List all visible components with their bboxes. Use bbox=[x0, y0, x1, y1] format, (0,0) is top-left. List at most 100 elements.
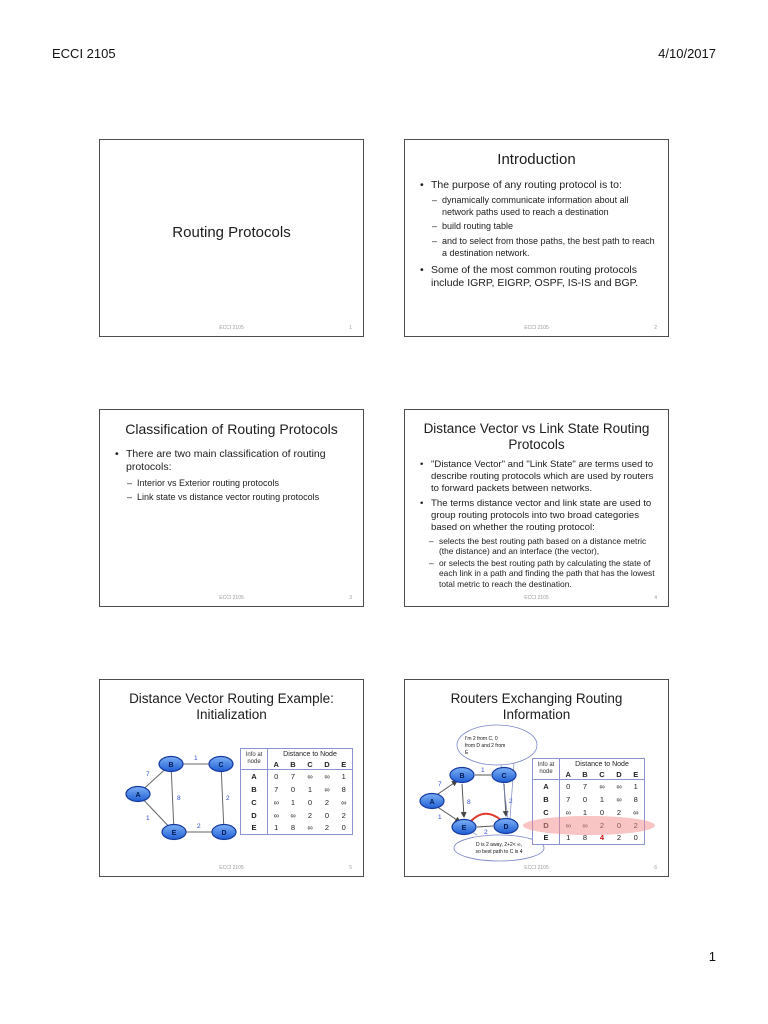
col-header: D bbox=[610, 769, 628, 780]
table-corner-header: Info at node bbox=[532, 758, 560, 780]
slide-title-line1: Distance Vector Routing Example: bbox=[129, 691, 334, 706]
table-row: A 0 7 ∞ ∞ 1 bbox=[240, 769, 353, 783]
col-header: C bbox=[593, 769, 611, 780]
slide-3-classification: Classification of Routing Protocols Ther… bbox=[99, 409, 364, 607]
sub-bullet: build routing table bbox=[432, 221, 656, 233]
edge-cost-bc: 1 bbox=[194, 755, 198, 762]
slide-title: Routing Protocols bbox=[172, 224, 291, 241]
cell: 1 bbox=[566, 833, 571, 843]
slide-number: 6 bbox=[654, 865, 657, 871]
cell: 1 bbox=[633, 781, 638, 791]
node-label-c: C bbox=[218, 762, 223, 769]
cell: 7 bbox=[582, 781, 588, 791]
table-row: C ∞ 1 0 2 ∞ bbox=[240, 795, 353, 809]
node-label-d: D bbox=[221, 830, 226, 837]
edge-cost-ab: 7 bbox=[146, 771, 150, 778]
router-node-d bbox=[493, 817, 519, 835]
sub-bullet: and to select from those paths, the best… bbox=[432, 236, 656, 259]
node-label-e: E bbox=[172, 830, 177, 837]
callout-top-line3: E bbox=[465, 750, 469, 756]
cell: 1 bbox=[274, 823, 279, 833]
cell: 8 bbox=[582, 833, 588, 843]
slide-number: 1 bbox=[349, 325, 352, 331]
callout-top-line2: from D and 2 from bbox=[465, 743, 505, 749]
slide-number: 5 bbox=[349, 865, 352, 871]
cell: ∞ bbox=[565, 807, 571, 817]
cell: ∞ bbox=[307, 771, 313, 781]
router-node-a bbox=[125, 785, 151, 803]
node-label-b: B bbox=[459, 773, 464, 780]
edge-cost-be: 8 bbox=[467, 799, 471, 806]
col-header: B bbox=[576, 769, 594, 780]
bullet: "Distance Vector" and "Link State" are t… bbox=[419, 459, 656, 494]
col-header: D bbox=[318, 759, 336, 770]
slide-title-line2: Protocols bbox=[508, 437, 565, 453]
slide-title-line2: Information bbox=[502, 707, 571, 723]
header-course-code: ECCI 2105 bbox=[52, 46, 116, 61]
bullet: There are two main classification of rou… bbox=[114, 448, 351, 475]
cell: 0 bbox=[307, 797, 313, 807]
router-node-c bbox=[208, 755, 234, 773]
cell: 0 bbox=[582, 794, 588, 804]
edge-cost-ae: 1 bbox=[146, 815, 150, 822]
slide-title-line1: Distance Vector vs Link State Routing bbox=[423, 421, 650, 436]
slide-number: 3 bbox=[349, 595, 352, 601]
col-header: E bbox=[627, 769, 645, 780]
table-span-header: Distance to Node bbox=[283, 750, 337, 758]
cell: ∞ bbox=[324, 784, 330, 794]
cell: 1 bbox=[341, 771, 346, 781]
distance-vector-table: Info at node Distance to Node A B C D E … bbox=[240, 748, 353, 835]
slide-title-line2: Initialization bbox=[196, 707, 267, 723]
router-node-e bbox=[161, 823, 187, 841]
cell: ∞ bbox=[341, 797, 347, 807]
edge-cost-ab: 7 bbox=[438, 781, 442, 788]
cell: 0 bbox=[290, 784, 296, 794]
table-row: B 7 0 1 ∞ 8 bbox=[532, 792, 645, 806]
cell: ∞ bbox=[616, 781, 622, 791]
header-date: 4/10/2017 bbox=[658, 46, 716, 61]
row-header: C bbox=[240, 795, 268, 809]
network-topology-diagram: 7 1 8 1 2 2 A B C E D bbox=[125, 755, 237, 841]
node-label-d: D bbox=[503, 824, 508, 831]
slide-footer: ECCI 2105 bbox=[219, 325, 244, 331]
col-header: E bbox=[335, 759, 353, 770]
table-corner-header: Info at node bbox=[240, 748, 268, 770]
cell: 7 bbox=[290, 771, 296, 781]
cell: 8 bbox=[290, 823, 296, 833]
sub-bullet: Link state vs distance vector routing pr… bbox=[127, 492, 351, 504]
cell: 2 bbox=[324, 823, 330, 833]
slide-title: Routers Exchanging Routing Information bbox=[405, 691, 668, 723]
cell: 0 bbox=[274, 771, 279, 781]
cell: 1 bbox=[290, 797, 296, 807]
cell: ∞ bbox=[616, 794, 622, 804]
table-row: E 1 8 ∞ 2 0 bbox=[240, 821, 353, 835]
table-row: E 1 8 4 2 0 bbox=[532, 831, 645, 845]
row-header: A bbox=[532, 779, 560, 793]
slide-footer: ECCI 2105 bbox=[524, 325, 549, 331]
cell: ∞ bbox=[273, 810, 279, 820]
row-header: E bbox=[532, 831, 560, 845]
table-row: D ∞ ∞ 2 0 2 bbox=[240, 808, 353, 822]
slide-title: Distance Vector vs Link State Routing Pr… bbox=[405, 421, 668, 453]
row-header: A bbox=[240, 769, 268, 783]
slide-title: Distance Vector Routing Example: Initial… bbox=[100, 691, 363, 723]
cell: ∞ bbox=[324, 771, 330, 781]
cell: ∞ bbox=[273, 797, 279, 807]
slide-title: Classification of Routing Protocols bbox=[125, 421, 338, 437]
network-topology-diagram-with-callouts: 7 1 8 1 2 2 A B bbox=[419, 724, 545, 862]
cell: ∞ bbox=[290, 810, 296, 820]
cell: 1 bbox=[599, 794, 605, 804]
cell: 2 bbox=[616, 807, 622, 817]
edge-cost-ae: 1 bbox=[438, 814, 442, 821]
callout-bottom-line2: so best path to C is 4 bbox=[476, 849, 523, 855]
slide-5-dv-example-init: Distance Vector Routing Example: Initial… bbox=[99, 679, 364, 877]
cell: 7 bbox=[274, 784, 279, 794]
cell: ∞ bbox=[633, 807, 639, 817]
edge-cost-cd: 2 bbox=[226, 795, 230, 802]
slide-body: The purpose of any routing protocol is t… bbox=[405, 169, 668, 291]
cell: 8 bbox=[341, 784, 346, 794]
cell: 0 bbox=[599, 807, 605, 817]
slide-6-routers-exchanging: Routers Exchanging Routing Information bbox=[404, 679, 669, 877]
router-node-c bbox=[491, 766, 517, 784]
